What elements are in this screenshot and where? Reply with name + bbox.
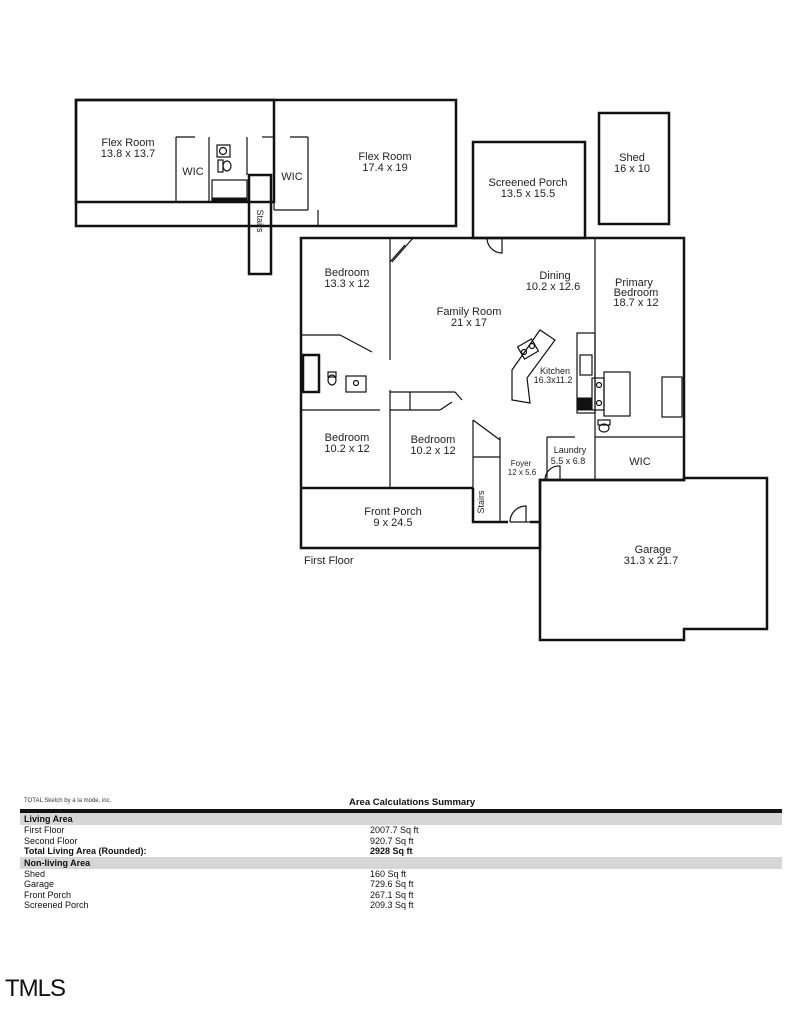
stairs-upper-label: Stairs (255, 209, 265, 233)
row-label: Front Porch (24, 889, 72, 900)
bedroom-3-label: Bedroom (411, 434, 456, 446)
dining-dims: 10.2 x 12.6 (526, 281, 580, 293)
laundry-label: Laundry (554, 445, 587, 455)
row-label: Total Living Area (Rounded): (24, 846, 147, 856)
row-label: Second Floor (24, 835, 78, 846)
kitchen-label: Kitchen (540, 366, 570, 376)
row-value: 2007.7 Sq ft (370, 825, 419, 835)
table-row: Screened Porch 209.3 Sq ft (20, 900, 782, 911)
stairs-lower-label: Stairs (476, 490, 486, 514)
wic-2-label: WIC (281, 171, 302, 183)
flex-room-1-dims: 13.8 x 13.7 (101, 148, 155, 160)
table-row: First Floor 2007.7 Sq ft (20, 825, 782, 836)
row-value: 267.1 Sq ft (370, 889, 414, 900)
bedroom-1-label: Bedroom (325, 267, 370, 279)
flex-room-2-label: Flex Room (358, 151, 411, 163)
row-label: Garage (24, 879, 55, 889)
table-row: Shed 160 Sq ft (20, 869, 782, 880)
floor-plan: Flex Room 13.8 x 13.7 WIC Flex Room 17.4… (74, 98, 769, 642)
row-label: Shed (24, 868, 46, 879)
flex-room-2-dims: 17.4 x 19 (362, 162, 407, 174)
primary-bedroom-label-2: Bedroom (614, 287, 659, 299)
software-credit: TOTAL Sketch by a la mode, inc. (24, 798, 112, 804)
row-value: 920.7 Sq ft (370, 835, 414, 846)
row-value: 2928 Sq ft (370, 846, 413, 856)
dining-label: Dining (539, 270, 570, 282)
total-row: Total Living Area (Rounded): 2928 Sq ft (20, 846, 782, 857)
garage-dims: 31.3 x 21.7 (624, 555, 678, 567)
wic-1-label: WIC (182, 166, 203, 178)
area-summary-table: TOTAL Sketch by a la mode, inc. Area Cal… (20, 796, 782, 911)
second-floor-walls (74, 98, 458, 276)
front-porch-label: Front Porch (364, 506, 421, 518)
first-floor-walls (299, 236, 769, 642)
row-value: 729.6 Sq ft (370, 879, 414, 889)
table-row: Second Floor 920.7 Sq ft (20, 836, 782, 847)
watermark-logo: TMLS (5, 975, 66, 1002)
bedroom-2-dims: 10.2 x 12 (324, 443, 369, 455)
summary-header: TOTAL Sketch by a la mode, inc. Area Cal… (20, 796, 782, 808)
floor-label: First Floor (304, 555, 354, 567)
family-room-label: Family Room (437, 306, 502, 318)
row-label: Screened Porch (24, 900, 89, 910)
living-area-header: Living Area (20, 813, 782, 825)
bedroom-3-dims: 10.2 x 12 (410, 445, 455, 457)
shed-label: Shed (619, 152, 645, 164)
bedroom-1-dims: 13.3 x 12 (324, 278, 369, 290)
flex-room-1-label: Flex Room (101, 137, 154, 149)
room-labels: Flex Room 13.8 x 13.7 WIC Flex Room 17.4… (101, 137, 678, 567)
garage-label: Garage (635, 544, 672, 556)
kitchen-dims: 16.3x11.2 (534, 375, 573, 385)
header-rule (20, 809, 782, 813)
primary-bedroom-label-1: Primary (615, 277, 653, 289)
foyer-dims: 12 x 5.6 (508, 468, 537, 477)
summary-title: Area Calculations Summary (349, 797, 476, 808)
laundry-dims: 5.5 x 6.8 (551, 456, 586, 466)
row-label: First Floor (24, 825, 65, 835)
wic-3-label: WIC (629, 456, 650, 468)
bedroom-2-label: Bedroom (325, 432, 370, 444)
shed-outline (597, 111, 671, 226)
nonliving-area-header: Non-living Area (20, 856, 782, 869)
front-porch-dims: 9 x 24.5 (373, 517, 412, 529)
screened-porch-label: Screened Porch (489, 177, 568, 189)
family-room-dims: 21 x 17 (451, 317, 487, 329)
shed-dims: 16 x 10 (614, 163, 650, 175)
table-row: Front Porch 267.1 Sq ft (20, 890, 782, 901)
primary-bedroom-dims: 18.7 x 12 (613, 297, 658, 309)
screened-porch-dims: 13.5 x 15.5 (501, 188, 555, 200)
row-value: 209.3 Sq ft (370, 900, 414, 910)
row-value: 160 Sq ft (370, 868, 407, 879)
foyer-label: Foyer (511, 459, 532, 468)
table-row: Garage 729.6 Sq ft (20, 879, 782, 890)
